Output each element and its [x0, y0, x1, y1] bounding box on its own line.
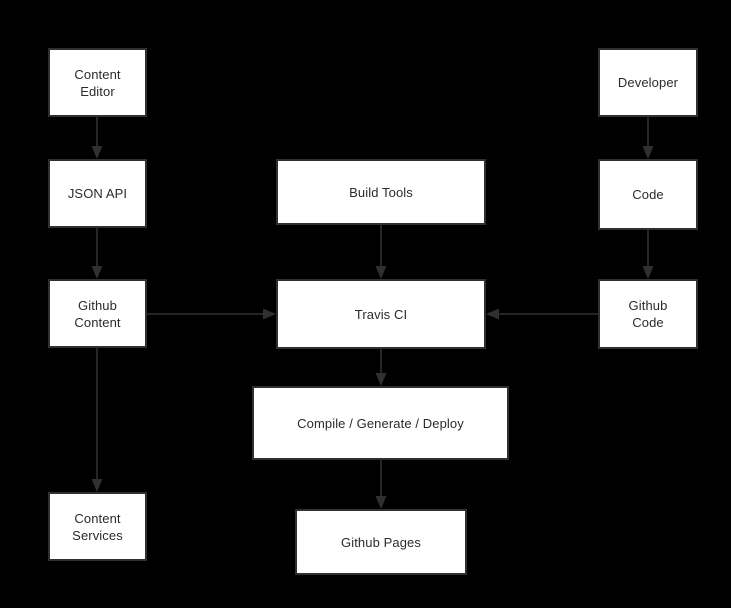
node-compile-deploy[interactable]: Compile / Generate / Deploy — [252, 386, 509, 460]
edge-json-api-to-github-content — [91, 228, 103, 279]
node-label-compile-deploy: Compile / Generate / Deploy — [297, 415, 464, 431]
node-github-code[interactable]: Github Code — [598, 279, 698, 349]
node-github-pages[interactable]: Github Pages — [295, 509, 467, 575]
node-label-github-code: Github Code — [628, 298, 668, 330]
node-label-developer: Developer — [617, 75, 679, 90]
node-build-tools[interactable]: Build Tools — [276, 159, 486, 225]
node-label-github-pages: Github Pages — [341, 534, 421, 550]
node-developer[interactable]: Developer — [598, 48, 698, 117]
node-content-editor[interactable]: Content Editor — [48, 48, 147, 117]
node-code[interactable]: Code — [598, 159, 698, 230]
edge-github-content-to-content-services — [91, 348, 103, 492]
edge-build-tools-to-travis-ci — [375, 225, 387, 279]
node-content-services[interactable]: Content Services — [48, 492, 147, 561]
node-label-travis-ci: Travis CI — [354, 306, 408, 322]
node-label-content-services: Content Services — [72, 510, 123, 543]
node-label-json-api: JSON API — [67, 186, 128, 201]
edge-travis-ci-to-compile-deploy — [375, 349, 387, 386]
edge-github-content-to-travis-ci — [147, 308, 276, 320]
node-label-build-tools: Build Tools — [349, 184, 413, 200]
edge-developer-to-code — [642, 117, 654, 159]
node-github-content[interactable]: Github Content — [48, 279, 147, 348]
node-json-api[interactable]: JSON API — [48, 159, 147, 228]
edge-github-code-to-travis-ci — [486, 308, 598, 320]
node-travis-ci[interactable]: Travis CI — [276, 279, 486, 349]
edge-code-to-github-code — [642, 230, 654, 279]
node-label-content-editor: Content Editor — [74, 66, 121, 99]
edge-compile-deploy-to-github-pages — [375, 460, 387, 509]
node-label-github-content: Github Content — [74, 297, 121, 330]
node-label-code: Code — [632, 187, 664, 202]
edge-content-editor-to-json-api — [91, 117, 103, 159]
